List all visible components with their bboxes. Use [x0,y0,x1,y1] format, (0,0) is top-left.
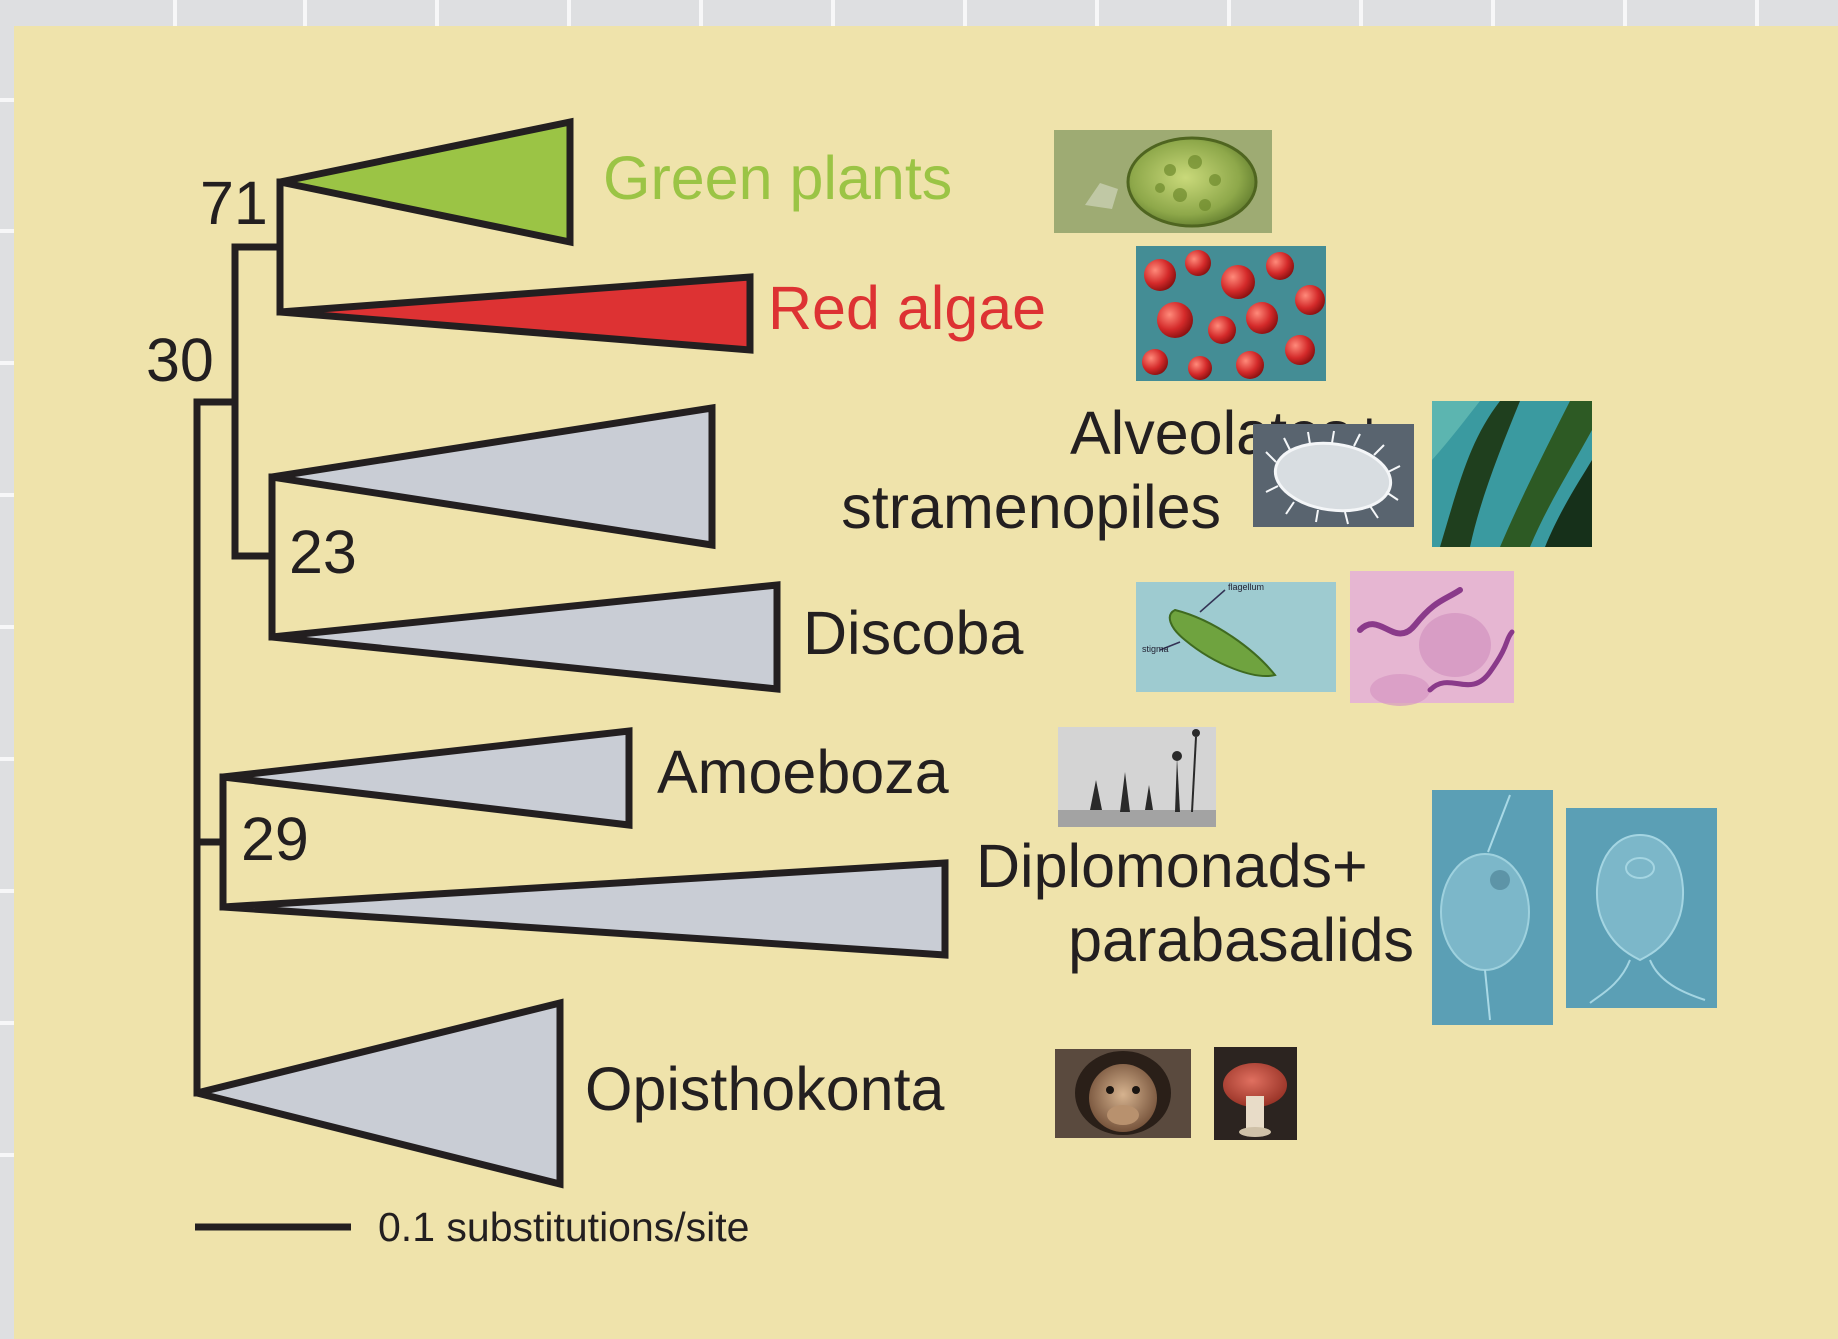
micrograph-label-flagellum: flagellum [1228,582,1264,592]
clade-label-red-algae: Red algae [768,274,1046,342]
clade-label-amoebozoa: Amoeboza [657,738,949,806]
chimpanzee-photo [1055,1049,1191,1138]
figure-panel [14,26,1838,1339]
euglena-diagram-photo: flagellum stigma [1136,582,1336,692]
slime-mold-photo [1058,727,1216,827]
micrograph-label-stigma: stigma [1142,644,1169,654]
support-value-23: 23 [289,518,357,586]
clade-label-green-plants: Green plants [603,144,952,212]
clade-label-discoba: Discoba [803,599,1023,667]
red-algae-cells-photo [1136,246,1326,381]
kelp-photo [1432,401,1592,547]
trichomonas-photo [1432,790,1553,1025]
green-alga-cell-photo [1054,130,1272,233]
support-value-71: 71 [200,169,268,237]
support-value-30: 30 [146,326,214,394]
ciliate-photo [1253,424,1414,527]
trypanosome-photo [1350,571,1514,706]
mushroom-photo [1214,1047,1297,1140]
giardia-photo [1566,808,1717,1008]
clade-label-opisthokonta: Opisthokonta [585,1055,945,1123]
support-value-29: 29 [241,805,309,873]
scale-bar-label: 0.1 substitutions/site [378,1204,749,1250]
